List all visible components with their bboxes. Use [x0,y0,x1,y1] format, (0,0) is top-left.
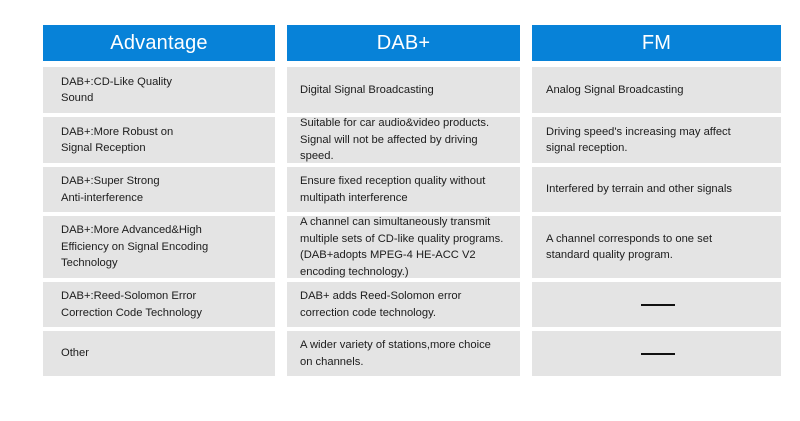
table-cell: Driving speed's increasing may affect si… [532,117,781,163]
table-cell: DAB+:CD-Like Quality Sound [43,67,275,113]
table-cell: DAB+:More Advanced&High Efficiency on Si… [43,216,275,278]
cell-text: Driving speed's increasing may affect si… [546,125,731,155]
cell-text: Analog Signal Broadcasting [546,83,684,96]
table-cell: Suitable for car audio&video products. S… [287,117,520,163]
table-cell: Interfered by terrain and other signals [532,167,781,212]
cell-text: Interfered by terrain and other signals [546,183,732,196]
table-column-fm: FM Analog Signal Broadcasting Driving sp… [532,25,781,376]
cell-text: DAB+:Reed-Solomon Error Correction Code … [61,290,202,319]
table-cell: DAB+:More Robust on Signal Reception [43,117,275,163]
column-cells-fm: Analog Signal Broadcasting Driving speed… [532,67,781,376]
table-cell: A wider variety of stations,more choice … [287,331,520,376]
cell-text: DAB+ adds Reed-Solomon error correction … [300,290,462,319]
table-cell: Digital Signal Broadcasting [287,67,520,113]
table-column-advantage: Advantage DAB+:CD-Like Quality Sound DAB… [43,25,275,376]
cell-text: A wider variety of stations,more choice … [300,339,491,368]
table-column-dabplus: DAB+ Digital Signal Broadcasting Suitabl… [287,25,520,376]
cell-text: DAB+:More Robust on Signal Reception [61,125,174,155]
cell-text: Digital Signal Broadcasting [300,83,434,96]
table-cell: DAB+ adds Reed-Solomon error correction … [287,282,520,327]
table-cell: Ensure fixed reception quality without m… [287,167,520,212]
cell-text: DAB+:Super Strong Anti-interference [61,175,160,204]
column-header-fm: FM [532,25,781,61]
dash-placeholder-icon [640,303,675,306]
comparison-table: Advantage DAB+:CD-Like Quality Sound DAB… [43,25,785,376]
column-cells-advantage: DAB+:CD-Like Quality Sound DAB+:More Rob… [43,67,275,376]
cell-text: DAB+:More Advanced&High Efficiency on Si… [61,224,209,270]
table-cell: A channel corresponds to one set standar… [532,216,781,278]
column-cells-dabplus: Digital Signal Broadcasting Suitable for… [287,67,520,376]
cell-text: Other [61,347,89,360]
table-cell: Analog Signal Broadcasting [532,67,781,113]
table-cell: DAB+:Reed-Solomon Error Correction Code … [43,282,275,327]
cell-text: A channel can simultaneously transmit mu… [300,216,504,278]
cell-text: DAB+:CD-Like Quality Sound [61,75,172,105]
cell-text: Ensure fixed reception quality without m… [300,175,486,204]
table-cell-empty [532,331,781,376]
table-cell-empty [532,282,781,327]
table-cell: DAB+:Super Strong Anti-interference [43,167,275,212]
cell-text: A channel corresponds to one set standar… [546,232,713,262]
column-header-dabplus: DAB+ [287,25,520,61]
table-cell: A channel can simultaneously transmit mu… [287,216,520,278]
dash-placeholder-icon [640,352,675,355]
column-header-advantage: Advantage [43,25,275,61]
cell-text: Suitable for car audio&video products. S… [300,117,490,163]
table-cell: Other [43,331,275,376]
